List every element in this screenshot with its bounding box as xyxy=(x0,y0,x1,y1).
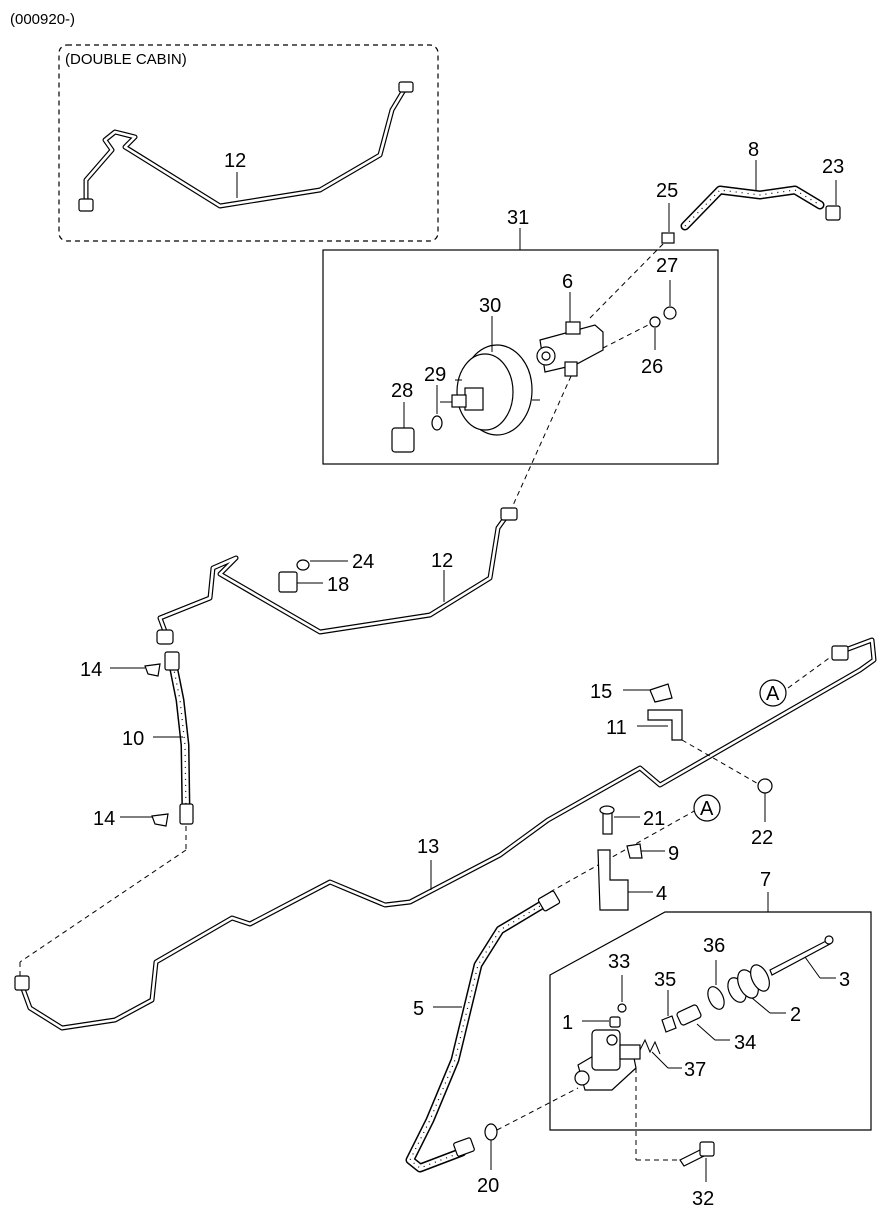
pipe-12 xyxy=(156,507,518,645)
part-34-piston xyxy=(676,1004,702,1026)
part-37-spring xyxy=(639,1038,661,1055)
callout-25: 25 xyxy=(656,180,678,202)
double-cabin-inset: (DOUBLE CABIN) 12 xyxy=(58,44,439,242)
pipe-13 xyxy=(14,637,877,1031)
part-24-nut xyxy=(296,559,310,571)
callout-36: 36 xyxy=(703,935,725,957)
callout-28: 28 xyxy=(391,380,413,402)
callout-34: 34 xyxy=(734,1032,756,1054)
part-14-clip-lower xyxy=(151,813,169,827)
part-25-fitting xyxy=(661,232,675,244)
callout-13: 13 xyxy=(417,836,439,858)
callout-35: 35 xyxy=(654,969,676,991)
part-27-nut xyxy=(663,306,677,320)
callout-1: 1 xyxy=(562,1012,573,1034)
callout-10: 10 xyxy=(122,728,144,750)
callout-20: 20 xyxy=(477,1175,499,1197)
part-36-ring xyxy=(707,986,725,1010)
callout-14-upper: 14 xyxy=(80,659,102,681)
ref-a-upper-label: A xyxy=(766,683,780,705)
ref-a-upper xyxy=(759,679,787,707)
part-33-cap xyxy=(617,1003,627,1013)
part-20-washer xyxy=(484,1123,498,1141)
ref-a-lower-label: A xyxy=(700,798,714,820)
callout-33: 33 xyxy=(608,951,630,973)
callout-22: 22 xyxy=(751,827,773,849)
master-cylinder xyxy=(536,321,604,377)
callout-24: 24 xyxy=(352,551,374,573)
callout-21: 21 xyxy=(643,808,665,830)
ref-a-lower xyxy=(693,794,721,822)
brake-booster xyxy=(440,344,540,436)
part-18-bracket xyxy=(278,571,298,593)
callout-8: 8 xyxy=(748,139,759,161)
callout-4: 4 xyxy=(656,883,667,905)
release-cylinder-assembly: 7 1 33 37 35 34 xyxy=(549,869,872,1161)
part-35-seal xyxy=(661,1015,677,1033)
callout-32: 32 xyxy=(692,1188,714,1210)
master-cylinder-booster-assembly: 31 30 6 28 29 xyxy=(322,207,719,465)
callout-29: 29 xyxy=(424,364,446,386)
callout-18: 18 xyxy=(327,574,349,596)
part-32-bolt xyxy=(679,1141,715,1167)
callout-9: 9 xyxy=(668,843,679,865)
callout-12-inset: 12 xyxy=(224,150,246,172)
release-cylinder-body xyxy=(574,1029,641,1091)
callout-5: 5 xyxy=(413,998,424,1020)
pipe-12-double-cabin xyxy=(78,81,414,212)
callout-3: 3 xyxy=(839,969,850,991)
callout-27: 27 xyxy=(656,255,678,277)
part-14-clip-upper xyxy=(144,663,161,677)
part-15-clip xyxy=(649,683,673,703)
inset-frame xyxy=(58,44,439,242)
part-22-nut xyxy=(757,778,773,794)
hose-5 xyxy=(405,890,561,1173)
part-26-nut xyxy=(649,316,661,328)
inset-title: (DOUBLE CABIN) xyxy=(65,51,187,68)
hose-8-reservoir xyxy=(680,185,825,231)
part-9-clip xyxy=(626,843,643,859)
part-11-bracket xyxy=(647,709,683,741)
callout-14-lower: 14 xyxy=(93,808,115,830)
part-3-push-rod xyxy=(769,939,831,976)
part-21-bolt xyxy=(602,811,613,835)
callout-7: 7 xyxy=(760,869,771,891)
callout-26: 26 xyxy=(641,356,663,378)
callout-11: 11 xyxy=(606,717,627,739)
callout-30: 30 xyxy=(479,295,501,317)
callout-37: 37 xyxy=(684,1059,706,1081)
part-29-washer xyxy=(431,415,443,431)
hose-10 xyxy=(164,651,194,825)
assembly-7-frame xyxy=(549,911,872,1131)
part-23-clamp xyxy=(825,205,841,221)
part-2-boot xyxy=(727,964,770,1003)
part-4-bracket xyxy=(597,849,629,911)
part-28-clip xyxy=(391,427,415,453)
callout-23: 23 xyxy=(822,156,844,178)
diagram-code: (000920-) xyxy=(10,11,75,28)
callout-12: 12 xyxy=(431,550,453,572)
callout-15: 15 xyxy=(590,681,612,703)
callout-6: 6 xyxy=(562,271,573,293)
part-1-bleeder xyxy=(609,1016,621,1028)
callout-31: 31 xyxy=(507,207,529,229)
callout-2: 2 xyxy=(790,1004,801,1026)
